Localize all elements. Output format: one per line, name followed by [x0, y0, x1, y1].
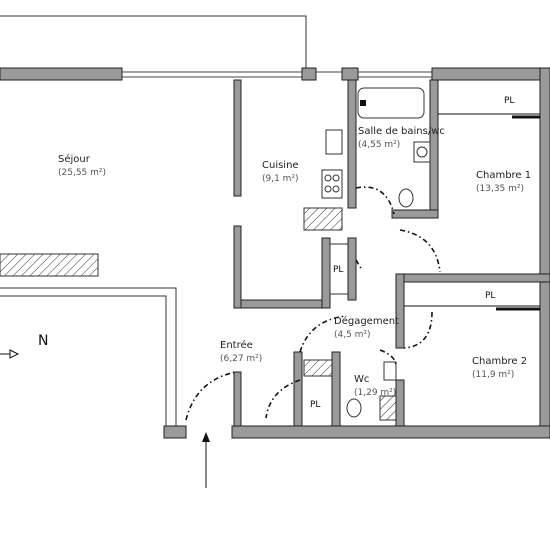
room-area-wc: (1,29 m²): [354, 388, 396, 398]
wall-top-mid: [301, 67, 317, 81]
wall-cuisine-bottom: [240, 299, 328, 309]
door-sejour-hall: [355, 186, 395, 215]
wc-toilet: [346, 398, 362, 418]
compass-arrow-head: [9, 349, 20, 359]
sejour-lower-wall-inner: [0, 295, 167, 426]
bathtub: [357, 87, 425, 119]
kitchen-sink: [325, 129, 343, 155]
compass-label: N: [38, 333, 48, 349]
room-area-sejour: (25,55 m²): [58, 168, 106, 178]
closet-label-entree: PL: [310, 400, 320, 410]
closet-label-chambre2: PL: [485, 291, 495, 301]
shaft-cuisine: [303, 207, 343, 231]
wall-ch2-left: [395, 273, 405, 349]
room-name-degagement: Dégagement: [334, 315, 399, 327]
bath-faucet: [360, 100, 366, 106]
room-name-sejour: Séjour: [58, 153, 91, 165]
closet-hall-wall: [347, 237, 357, 301]
door-entree-closet: [265, 379, 301, 419]
stove-burner-1: [324, 174, 332, 182]
wall-sdb-bottom: [391, 209, 439, 219]
room-name-entree: Entrée: [220, 339, 253, 351]
compass: N: [0, 333, 48, 359]
room-area-chambre1: (13,35 m²): [476, 184, 524, 194]
stove-burner-2: [332, 174, 340, 182]
wall-top-right: [431, 67, 550, 81]
room-area-entree: (6,27 m²): [220, 354, 262, 364]
hatched-wall-sejour: [0, 253, 99, 277]
wall-bottom-left: [163, 425, 187, 439]
wall-ch1-ch2: [399, 273, 550, 283]
room-name-chambre2: Chambre 2: [472, 356, 527, 367]
kitchen-stove: [321, 169, 343, 199]
wall-sejour-cuisine: [233, 79, 242, 197]
washbasin: [413, 141, 431, 163]
room-area-sdb: (4,55 m²): [358, 140, 400, 150]
wall-top-mid2: [341, 67, 359, 81]
wc-basin: [383, 361, 397, 381]
door-ch1: [399, 229, 441, 273]
door-wc: [379, 349, 397, 367]
stove-burner-4: [332, 185, 340, 193]
door-ch2: [403, 311, 433, 349]
room-name-chambre1: Chambre 1: [476, 170, 531, 181]
wall-sdb-ch1: [429, 79, 439, 219]
balcony-outline: [0, 15, 307, 68]
sdb-toilet: [398, 188, 414, 208]
wall-entree-closet: [293, 351, 303, 427]
door-hall-closet: [355, 259, 363, 271]
wall-entree-left: [233, 371, 242, 427]
wall-wc-left: [331, 351, 341, 427]
shaft-wc-right: [379, 395, 397, 421]
room-name-wc: Wc: [354, 374, 369, 385]
room-name-sdb: Salle de bains/wc: [358, 126, 445, 137]
entrance-arrow-head: [202, 432, 210, 442]
stove-burner-3: [324, 185, 332, 193]
shaft-wc: [303, 359, 333, 377]
wall-ch2-left-low: [395, 379, 405, 427]
room-area-chambre2: (11,9 m²): [472, 370, 514, 380]
closet-label-hall: PL: [333, 265, 343, 275]
wall-right: [539, 67, 550, 439]
wall-cuisine-right-low: [321, 237, 331, 309]
room-name-cuisine: Cuisine: [262, 160, 299, 171]
room-area-degagement: (4,5 m²): [334, 330, 371, 340]
wall-bottom-right: [231, 425, 550, 439]
washbasin-bowl: [416, 146, 428, 158]
wall-sejour-cuisine-low: [233, 225, 242, 309]
sejour-lower-wall: [0, 287, 177, 426]
door-entree: [185, 371, 237, 421]
wall-top-left: [0, 67, 123, 81]
room-area-cuisine: (9,1 m²): [262, 174, 299, 184]
wall-cuisine-right-top: [347, 79, 357, 209]
closet-label-chambre1: PL: [504, 96, 514, 106]
